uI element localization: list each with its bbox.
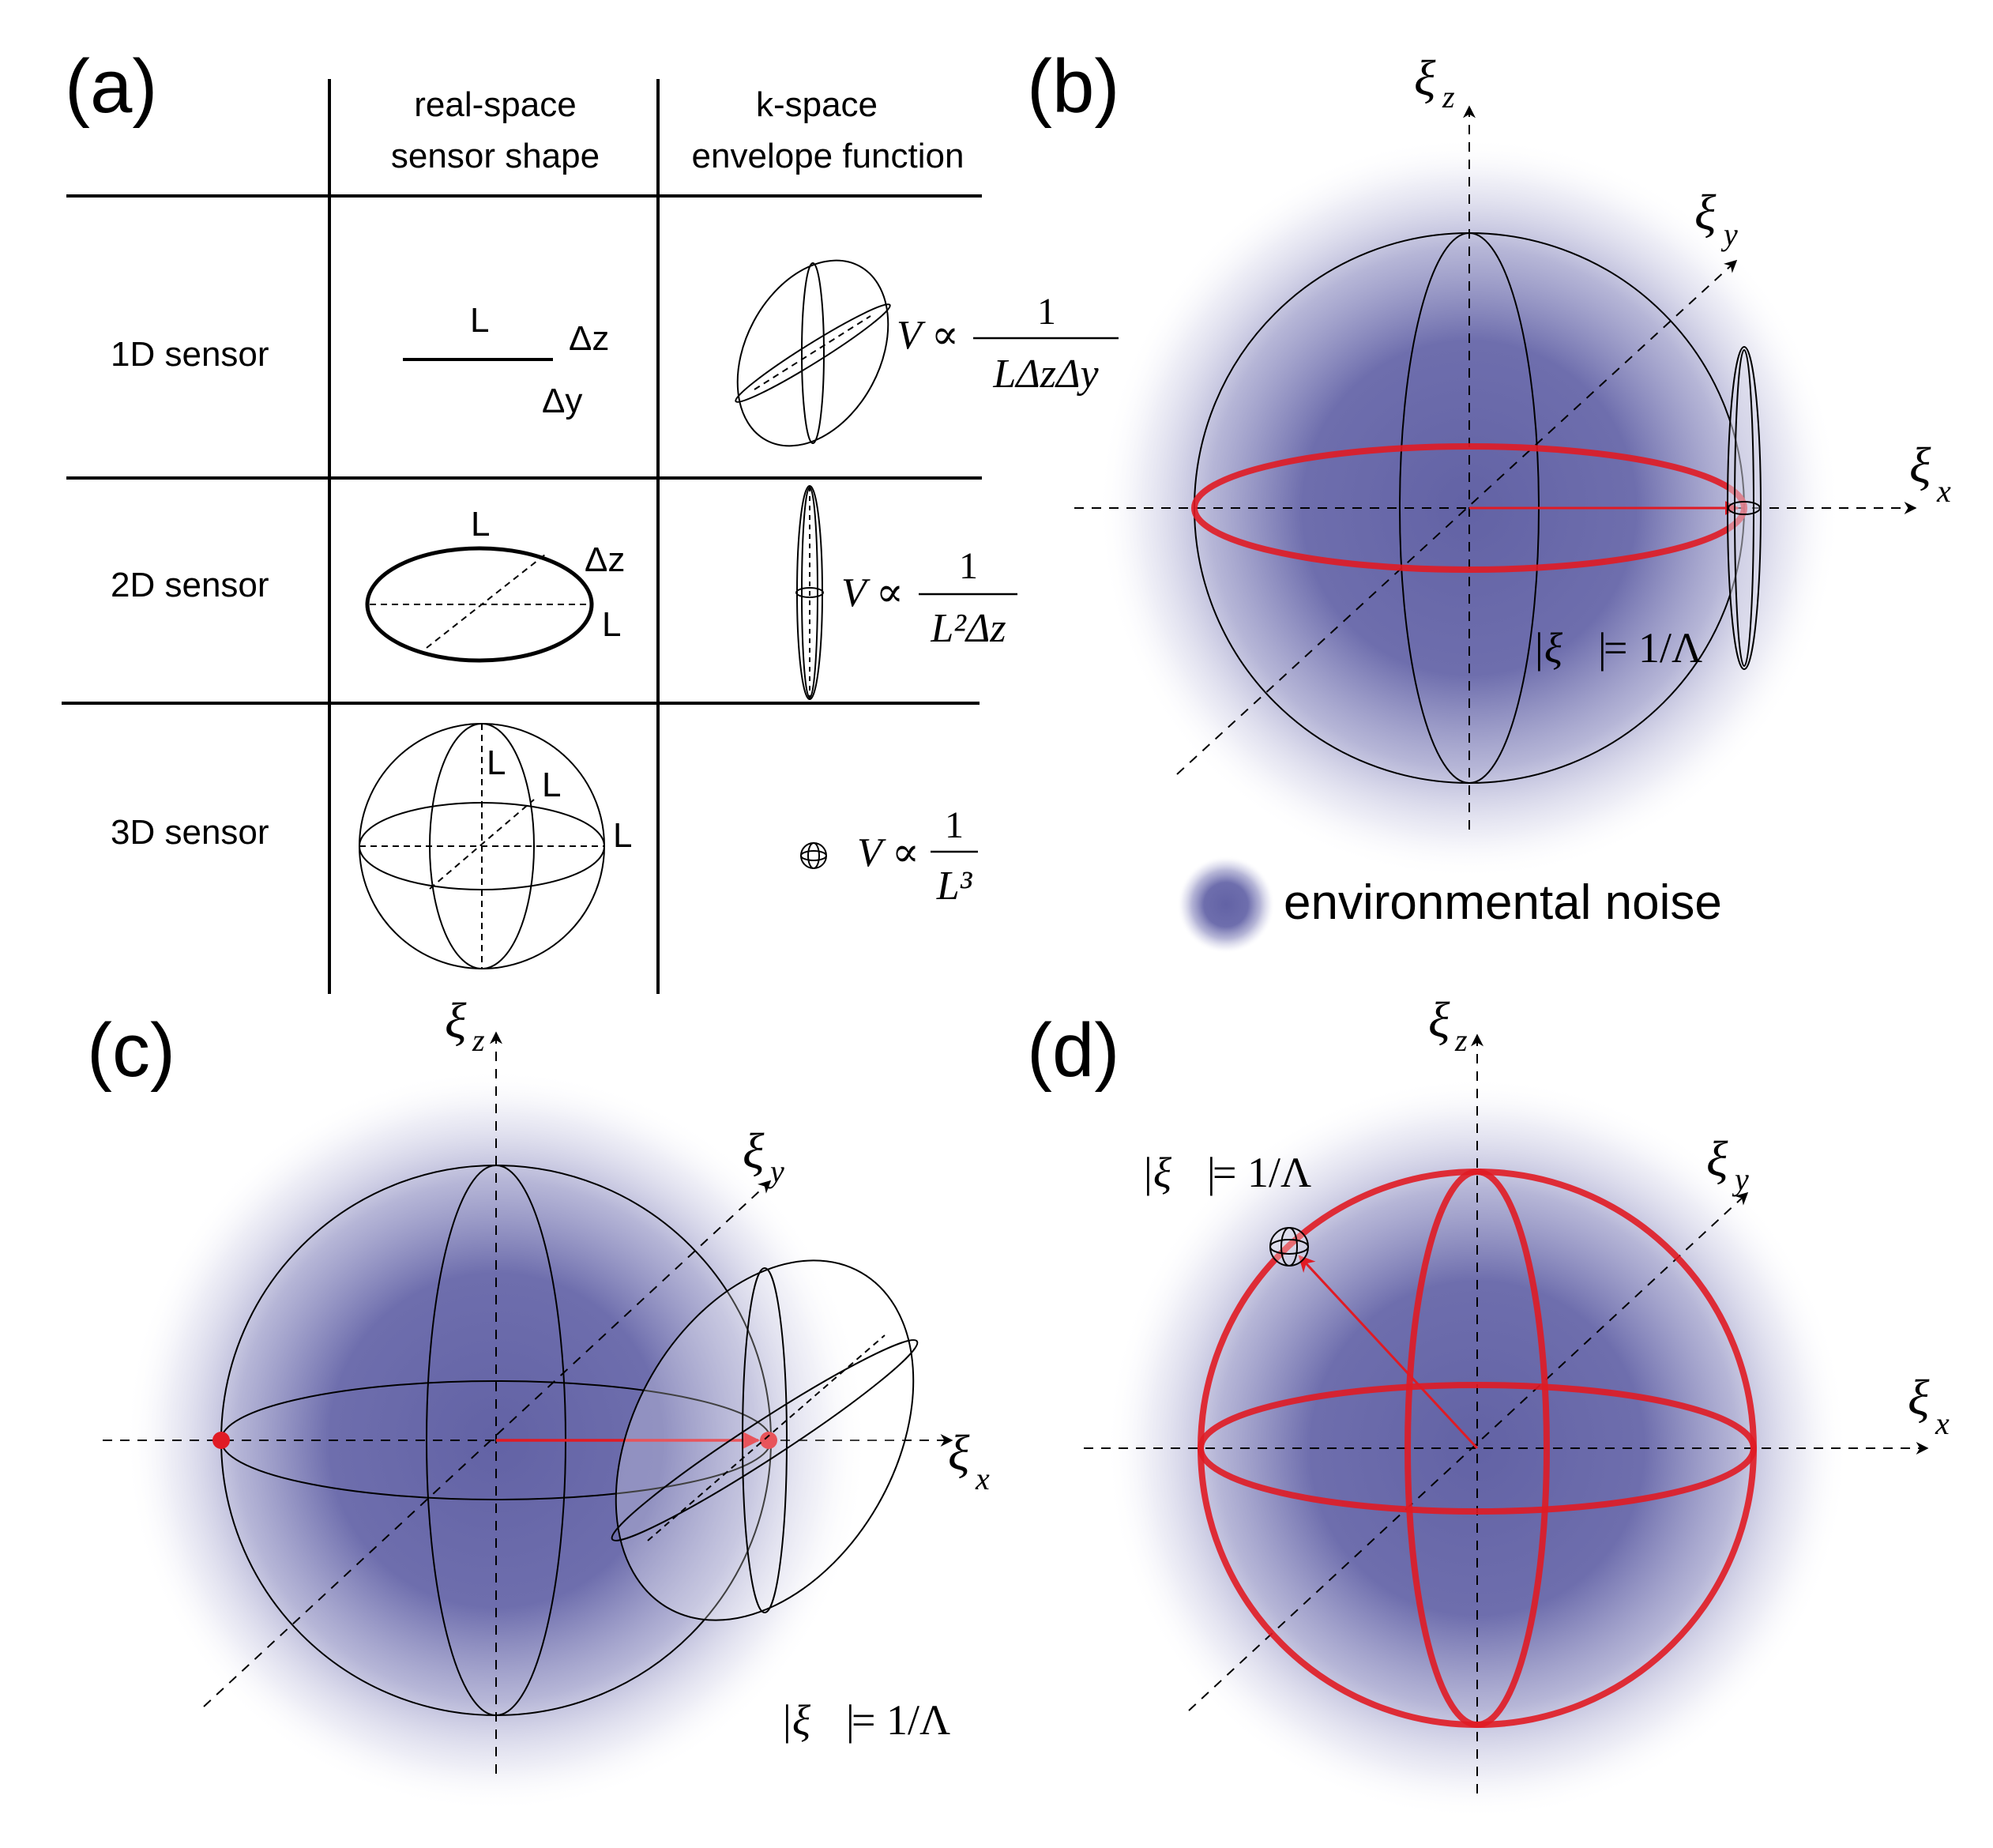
- legend-swatch: [1177, 856, 1275, 954]
- formula-1d-num: 1: [1037, 291, 1056, 333]
- svg-text:x: x: [975, 1461, 990, 1496]
- svg-text:= 1/Λ: = 1/Λ: [852, 1696, 950, 1744]
- svg-text:= 1/Λ: = 1/Λ: [1604, 624, 1702, 672]
- svg-text:ξ: ξ: [1428, 992, 1450, 1048]
- sphere-d: [1198, 1169, 1757, 1728]
- svg-text:ξ: ξ: [1908, 1369, 1930, 1425]
- formula-3d-num: 1: [945, 804, 964, 846]
- tip-point-c: [760, 1432, 777, 1449]
- formula-3d-lhs: V ∝: [857, 830, 919, 875]
- legend-label: environmental noise: [1284, 875, 1722, 930]
- axis-label-dz: ξ z: [1428, 992, 1468, 1058]
- panel-a: (a) real-space sensor shape k-space enve…: [62, 44, 1119, 994]
- svg-text:z: z: [1442, 79, 1455, 115]
- axis-label-dx: ξ x: [1908, 1369, 1950, 1441]
- envelope-d: [1269, 1227, 1309, 1267]
- svg-text:x: x: [1936, 473, 1951, 509]
- axis-label-dy: ξ y: [1706, 1131, 1749, 1197]
- svg-text:ξ: ξ: [1694, 184, 1717, 240]
- panel-b: (b) ξ z ξ y ξ: [1027, 44, 1951, 954]
- header-kspace-line2: envelope function: [692, 137, 965, 175]
- svg-text:ξ: ξ: [1414, 50, 1436, 106]
- sensor-3d-shape: [359, 723, 605, 969]
- formula-2d-den: L²Δz: [930, 606, 1006, 651]
- legend: environmental noise: [1177, 856, 1722, 954]
- panel-d: (d) ξ z ξ y ξ x: [1027, 992, 1950, 1820]
- row-2d-label: 2D sensor: [111, 566, 269, 604]
- dim-1d-dz: Δz: [569, 319, 609, 358]
- formula-2d: V ∝ 1 L²Δz: [841, 545, 1017, 651]
- panel-b-label: (b): [1027, 44, 1119, 129]
- xi-vector-d: [1298, 1255, 1479, 1450]
- envelope-c: [611, 1259, 919, 1621]
- dim-3d-L1: L: [487, 743, 506, 782]
- dim-2d-L2: L: [602, 605, 621, 644]
- envelope-3d: [800, 842, 827, 869]
- svg-text:z: z: [472, 1022, 485, 1058]
- svg-text:ξ: ξ: [445, 992, 467, 1048]
- envelope-b: [1727, 346, 1762, 670]
- axis-label-cy: ξ y: [743, 1123, 784, 1189]
- formula-1d-den: LΔzΔy: [992, 352, 1099, 397]
- xi-equation-d: |ξ⃗| = 1/Λ: [1141, 1149, 1311, 1196]
- svg-text:ξ: ξ: [948, 1425, 970, 1481]
- svg-text:= 1/Λ: = 1/Λ: [1213, 1149, 1311, 1196]
- svg-text:|ξ⃗|: |ξ⃗|: [780, 1696, 855, 1744]
- header-realspace-line1: real-space: [414, 85, 576, 124]
- xi-equation-b: |ξ⃗| = 1/Λ: [1532, 624, 1702, 672]
- svg-text:z: z: [1454, 1022, 1468, 1058]
- formula-1d: V ∝ 1 LΔzΔy: [897, 291, 1119, 397]
- dim-2d-dz: Δz: [585, 540, 625, 579]
- envelope-2d: [795, 485, 824, 700]
- svg-text:x: x: [1935, 1406, 1950, 1441]
- svg-text:|ξ⃗|: |ξ⃗|: [1141, 1149, 1216, 1196]
- dim-2d-L: L: [471, 505, 490, 544]
- svg-text:y: y: [767, 1154, 784, 1189]
- svg-text:|ξ⃗|: |ξ⃗|: [1532, 624, 1608, 672]
- formula-1d-lhs: V ∝: [897, 313, 959, 358]
- axis-label-bx: ξ x: [1909, 437, 1951, 509]
- antipodal-point-c: [212, 1432, 230, 1449]
- dim-3d-L2: L: [542, 766, 561, 804]
- axes-d: [1084, 1033, 1929, 1793]
- table-grid: [62, 79, 982, 994]
- dim-1d-L: L: [470, 301, 489, 340]
- row-3d-label: 3D sensor: [111, 813, 269, 852]
- svg-text:ξ: ξ: [743, 1123, 765, 1179]
- xi-equation-c: |ξ⃗| = 1/Λ: [780, 1696, 950, 1744]
- svg-text:ξ: ξ: [1706, 1131, 1728, 1187]
- dim-3d-L3: L: [613, 816, 632, 855]
- axis-label-cz: ξ z: [445, 992, 485, 1058]
- axis-label-cx: ξ x: [948, 1425, 990, 1496]
- svg-text:y: y: [1720, 216, 1738, 252]
- formula-2d-num: 1: [959, 545, 978, 587]
- svg-text:ξ: ξ: [1909, 437, 1931, 493]
- sensor-1d-shape: L Δz Δy: [403, 301, 609, 420]
- panel-a-label: (a): [65, 44, 157, 129]
- dim-1d-dy: Δy: [542, 382, 582, 420]
- header-realspace-line2: sensor shape: [391, 137, 600, 175]
- panel-c-label: (c): [87, 1008, 175, 1093]
- panel-d-label: (d): [1027, 1008, 1119, 1093]
- sensor-2d-shape: L Δz L: [365, 505, 625, 663]
- panel-c: (c) ξ z ξ y ξ: [87, 992, 990, 1812]
- axis-label-bz: ξ z: [1414, 50, 1455, 115]
- header-kspace-line1: k-space: [756, 85, 878, 124]
- svg-text:y: y: [1732, 1161, 1749, 1197]
- envelope-1d: [735, 259, 891, 447]
- axis-label-by: ξ y: [1694, 184, 1738, 252]
- formula-3d-den: L³: [936, 864, 973, 909]
- formula-3d: V ∝ 1 L³: [857, 804, 978, 909]
- row-1d-label: 1D sensor: [111, 335, 269, 374]
- formula-2d-lhs: V ∝: [841, 570, 904, 615]
